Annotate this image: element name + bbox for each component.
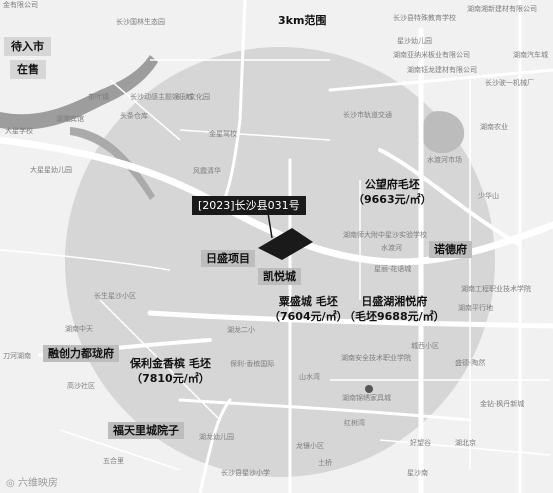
map-label: 龙镶小区 xyxy=(296,442,324,450)
map-label: 湖南汽车城 xyxy=(513,51,548,59)
map-label: 湖北京 xyxy=(455,439,476,447)
tag-futianli: 福天里城院子 xyxy=(108,422,184,440)
map-label: 风霞清华 xyxy=(193,167,221,175)
map-label: 五合里 xyxy=(103,457,124,465)
project-price: （7810元/㎡） xyxy=(131,371,210,385)
map-label: 长沙动感主题娱乐城 xyxy=(130,93,193,101)
map-label: 湖龙二小 xyxy=(227,326,255,334)
project-name: 公望府毛坯 xyxy=(364,178,420,191)
river-branch xyxy=(70,127,155,200)
map-label: 保利·香槟国际 xyxy=(230,360,275,368)
project-suli: 粟盛城 毛坯 （7604元/㎡） xyxy=(269,295,348,325)
map-label: 大星学校 xyxy=(5,127,33,135)
hospital-marker xyxy=(365,385,373,393)
watermark-logo-icon: ◎ xyxy=(6,478,15,489)
map-label: 湖南中天 xyxy=(65,325,93,333)
map-label: 长沙市轨道交通 xyxy=(343,111,392,119)
map-label: 高沙社区 xyxy=(67,382,95,390)
road-southwest xyxy=(198,398,232,493)
project-price: （毛坯9688元/㎡） xyxy=(344,309,445,323)
map-label: 湖南工程职业技术学院 xyxy=(461,285,531,293)
project-rishenghu: 日盛湖湘悦府 （毛坯9688元/㎡） xyxy=(344,295,445,325)
parcel-label: [2023]长沙县031号 xyxy=(192,196,306,216)
tag-nuode-fu: 诺德府 xyxy=(429,241,472,259)
map-label: 刀河湖南 xyxy=(3,352,31,360)
map-label: 湖南钰龙建材有限公司 xyxy=(407,66,477,74)
map-label: 长沙驶一机械厂 xyxy=(485,79,534,87)
map-label: 金钻·枫丹新城 xyxy=(480,400,525,408)
tag-kaiyue-city: 凯悦城 xyxy=(258,268,301,286)
map-label: 星丽·花语城 xyxy=(374,265,412,273)
project-name: 保利金香槟 毛坯 xyxy=(130,357,211,370)
project-name: 粟盛城 毛坯 xyxy=(278,295,338,308)
river xyxy=(0,55,158,130)
map-label: 湖龙幼儿园 xyxy=(199,433,234,441)
map-label: 金星驾校 xyxy=(209,130,237,138)
map-label: 水渡河 xyxy=(381,244,402,252)
map-label: 金有限公司 xyxy=(3,1,38,9)
project-gongwangfu: 公望府毛坯 （9663元/㎡） xyxy=(353,178,432,208)
tag-risheng-project: 日盛项目 xyxy=(201,250,255,268)
map-label: 红树湾 xyxy=(344,419,365,427)
parcel-2023-031 xyxy=(258,228,313,260)
watermark-text: 六维映房 xyxy=(17,478,58,489)
road-main-east xyxy=(147,310,553,329)
lake xyxy=(421,111,465,154)
map-label: 湖南师大附中星沙实验学校 xyxy=(343,231,427,239)
radius-title: 3km范围 xyxy=(278,14,327,27)
map-label: 盛德·陶然 xyxy=(455,359,486,367)
legend-on-sale: 在售 xyxy=(10,60,46,80)
map-label: 好望谷 xyxy=(410,439,431,447)
project-price: （7604元/㎡） xyxy=(269,309,348,323)
road-diagonal xyxy=(378,148,522,247)
road-south xyxy=(178,398,472,422)
map-label: 湖湘宾馆 xyxy=(56,115,84,123)
project-name: 日盛湖湘悦府 xyxy=(361,295,428,308)
legend-pending: 待入市 xyxy=(4,37,51,57)
project-baoli: 保利金香槟 毛坯 （7810元/㎡） xyxy=(130,357,211,387)
map-label: 湖南平行地 xyxy=(458,304,493,312)
map-label: 星沙南 xyxy=(407,469,428,477)
map-label: 长生星沙小区 xyxy=(94,292,136,300)
map-label: 水渡河市场 xyxy=(427,156,462,164)
road-upper xyxy=(328,68,553,92)
map-label: 湖南锦绣家具城 xyxy=(342,394,391,402)
map-label: 城西小区 xyxy=(411,342,439,350)
map-label: 土桥 xyxy=(318,459,332,467)
map-label: 长沙文化园 xyxy=(175,93,210,101)
map-label: 星沙幼儿园 xyxy=(397,37,432,45)
map-label: 长沙国林生态园 xyxy=(116,18,165,26)
tag-rongchuang-lidu: 融创力都珑府 xyxy=(43,345,119,363)
parcel-leader-line xyxy=(267,212,273,239)
map-label: 湖南农业 xyxy=(480,123,508,131)
map-label: 头条仓库 xyxy=(120,112,148,120)
map-label: 湖南亚纳米板业有限公司 xyxy=(393,51,470,59)
map-label: 长沙县特殊教育学校 xyxy=(393,14,456,22)
watermark: ◎ 六维映房 xyxy=(6,474,58,489)
map-label: 山水湾 xyxy=(299,373,320,381)
map-label: 湖南湘新建材有限公司 xyxy=(467,5,537,13)
project-price: （9663元/㎡） xyxy=(353,192,432,206)
map-label: 长沙县星沙小学 xyxy=(221,469,270,477)
map-label: 少华山 xyxy=(478,192,499,200)
map-label: 湖南安全技术职业学院 xyxy=(341,354,411,362)
map-label: 大星星幼儿园 xyxy=(30,166,72,174)
map-label: 茶叶镇 xyxy=(88,93,109,101)
